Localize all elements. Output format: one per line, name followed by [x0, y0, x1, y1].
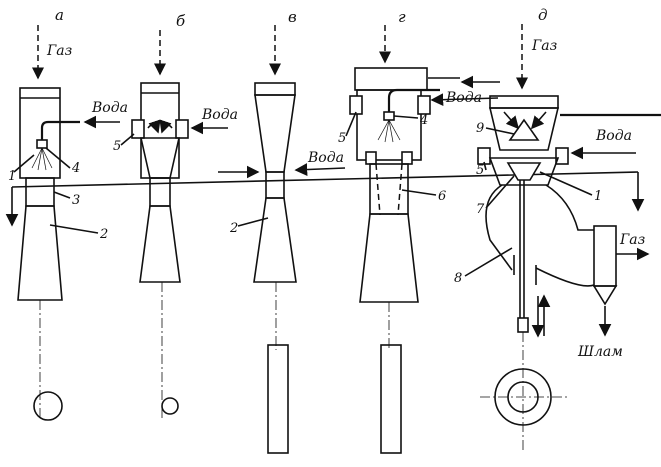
variant-d-water-label: Вода [595, 128, 632, 144]
variant-d-part-5: 5 [476, 163, 484, 178]
variant-a-part-4: 4 [71, 161, 80, 176]
variant-g: г Вода 5 4 6 [338, 8, 500, 454]
variant-g-part-5: 5 [338, 131, 346, 146]
variant-d-letter: д [538, 6, 548, 24]
variant-d: д Газ Вода Газ Шлам 9 5 1 [454, 6, 661, 450]
variant-b: б Вода 5 [113, 12, 238, 420]
variant-a-part-3: 3 [72, 193, 80, 208]
variant-d-part-9: 9 [476, 121, 484, 136]
variant-a-gas-label: Газ [46, 43, 72, 59]
variant-d-part-7: 7 [476, 202, 485, 217]
variant-b-letter: б [176, 12, 186, 30]
variant-v-part-2: 2 [229, 221, 238, 236]
variant-a: а Газ Вода 1 4 3 2 [8, 6, 128, 421]
variant-g-part-4: 4 [419, 113, 428, 128]
variant-g-part-6: 6 [438, 189, 446, 204]
variant-d-gas-out-label: Газ [619, 232, 645, 248]
variant-d-part-8: 8 [454, 271, 462, 286]
variant-b-water-label: Вода [201, 107, 238, 123]
variant-a-letter: а [55, 6, 64, 24]
variant-d-gas-label: Газ [531, 38, 557, 54]
variant-d-part-1: 1 [594, 189, 602, 204]
variant-v: в Вода 2 [218, 8, 346, 454]
variant-b-part-5: 5 [113, 139, 121, 154]
variant-g-letter: г [398, 8, 406, 26]
variant-v-letter: в [288, 8, 297, 26]
variant-d-sludge-label: Шлам [577, 344, 623, 360]
variant-a-part-2: 2 [99, 227, 108, 242]
variant-a-part-1: 1 [8, 169, 16, 184]
variant-g-water-label: Вода [445, 90, 482, 106]
variant-a-water-label: Вода [91, 100, 128, 116]
variant-v-water-label: Вода [307, 150, 344, 166]
